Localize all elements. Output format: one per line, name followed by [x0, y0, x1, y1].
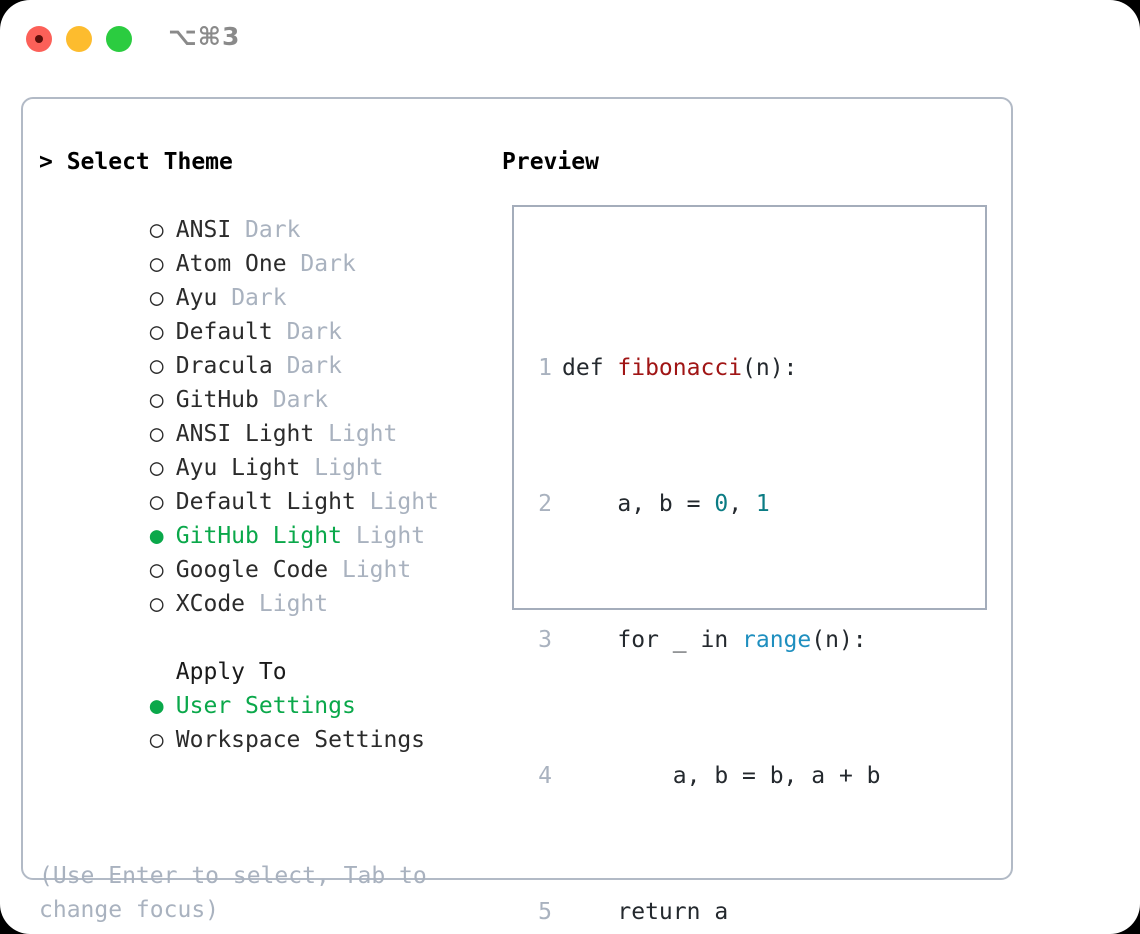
- theme-list-item[interactable]: ○ Default Dark: [39, 281, 479, 345]
- theme-name: ANSI Light: [175, 421, 315, 447]
- code-token: (n):: [742, 355, 798, 381]
- theme-variant: Dark: [245, 217, 301, 243]
- title-bar: ⌥⌘3: [0, 0, 1140, 78]
- radio-icon: ○: [149, 319, 164, 345]
- minimize-button[interactable]: [66, 26, 92, 52]
- theme-list-item-selected[interactable]: ● GitHub Light Light: [39, 485, 479, 549]
- code-line: 4 a, b = b, a + b: [526, 759, 908, 793]
- theme-list-item[interactable]: ○ Google Code Light: [39, 519, 479, 583]
- theme-name: Ayu Light: [175, 455, 301, 481]
- theme-name: GitHub: [175, 387, 259, 413]
- radio-icon-selected: ●: [149, 693, 164, 719]
- keyboard-shortcut-label: ⌥⌘3: [168, 22, 241, 51]
- theme-variant: Light: [328, 421, 398, 447]
- radio-icon: ○: [149, 727, 164, 753]
- code-line: 5 return a: [526, 895, 908, 929]
- theme-list-item[interactable]: ○ ANSI Dark: [39, 179, 479, 243]
- code-token: a, b = b, a + b: [562, 763, 881, 789]
- code-line: 3 for _ in range(n):: [526, 623, 908, 657]
- code-token: return a: [562, 899, 729, 925]
- theme-list-item[interactable]: ○ XCode Light: [39, 553, 479, 617]
- theme-picker-header: > Select Theme: [39, 149, 233, 175]
- theme-variant: Light: [355, 523, 426, 549]
- preview-title: Preview: [502, 149, 599, 175]
- code-token: a, b =: [562, 491, 715, 517]
- radio-icon: ○: [149, 421, 164, 447]
- traffic-lights: [26, 26, 132, 52]
- maximize-button[interactable]: [106, 26, 132, 52]
- theme-variant: Dark: [300, 251, 356, 277]
- line-number: 1: [538, 355, 552, 381]
- theme-name: Default: [175, 319, 273, 345]
- code-token: ,: [728, 491, 756, 517]
- apply-to-label: Workspace Settings: [175, 727, 426, 753]
- radio-icon: ○: [149, 387, 164, 413]
- theme-name: GitHub Light: [175, 523, 342, 549]
- theme-list-item[interactable]: ○ Atom One Dark: [39, 213, 479, 277]
- radio-icon: ○: [149, 557, 164, 583]
- apply-to-header-label: Apply To: [175, 659, 287, 685]
- code-line: 1 def fibonacci(n):: [526, 351, 908, 385]
- theme-variant: Light: [341, 557, 412, 583]
- radio-icon: ○: [149, 353, 164, 379]
- radio-icon: ○: [149, 489, 164, 515]
- apply-to-item-workspace-settings[interactable]: ○ Workspace Settings: [39, 689, 479, 753]
- line-number: 2: [538, 491, 552, 517]
- theme-variant: Light: [369, 489, 439, 515]
- theme-variant: Dark: [272, 387, 329, 413]
- theme-name: Google Code: [175, 557, 329, 583]
- radio-icon: ○: [149, 591, 164, 617]
- theme-list-item[interactable]: ○ GitHub Dark: [39, 349, 479, 413]
- radio-icon: ○: [149, 285, 164, 311]
- code-token-function: fibonacci: [617, 355, 743, 381]
- theme-list-item[interactable]: ○ Ayu Light Light: [39, 417, 479, 481]
- theme-name: ANSI: [175, 217, 232, 243]
- theme-name: Default Light: [175, 489, 356, 515]
- apply-to-item-user-settings[interactable]: ● User Settings: [39, 655, 479, 719]
- theme-name: Atom One: [175, 251, 287, 277]
- radio-icon: ○: [149, 217, 164, 243]
- radio-icon: ○: [149, 455, 164, 481]
- theme-name: XCode: [175, 591, 246, 617]
- code-token: (n):: [811, 627, 867, 653]
- theme-variant: Light: [258, 591, 329, 617]
- keyboard-hint-text: (Use Enter to select, Tab to change focu…: [39, 863, 427, 923]
- theme-list-item[interactable]: ○ Dracula Dark: [39, 315, 479, 379]
- code-token-number: 1: [755, 491, 770, 517]
- theme-list-item[interactable]: ○ Ayu Dark: [39, 247, 479, 311]
- theme-name: Dracula: [175, 353, 273, 379]
- theme-variant: Light: [314, 455, 384, 481]
- theme-list-item[interactable]: ○ Default Light Light: [39, 451, 479, 515]
- theme-variant: Dark: [286, 353, 342, 379]
- theme-name: Ayu: [175, 285, 218, 311]
- radio-icon-selected: ●: [149, 523, 164, 549]
- code-token-call: range: [742, 627, 812, 653]
- radio-icon: ○: [149, 251, 164, 277]
- theme-variant: Dark: [231, 285, 287, 311]
- code-token-number: 0: [714, 491, 729, 517]
- theme-picker: > Select Theme ○ ANSI Dark ○ Atom One Dark…: [39, 145, 479, 753]
- code-token: def: [562, 355, 618, 381]
- apply-to-header: Apply To: [39, 621, 479, 685]
- line-number: 4: [538, 763, 552, 789]
- main-panel: > Select Theme ○ ANSI Dark ○ Atom One Dark…: [21, 97, 1013, 925]
- code-token: for _ in: [562, 627, 743, 653]
- code-line: 2 a, b = 0, 1: [526, 487, 908, 521]
- theme-variant: Dark: [286, 319, 342, 345]
- theme-list-item[interactable]: ○ ANSI Light Light: [39, 383, 479, 447]
- close-button[interactable]: [26, 26, 52, 52]
- apply-to-label: User Settings: [175, 693, 356, 719]
- line-number: 3: [538, 627, 552, 653]
- line-number: 5: [538, 899, 552, 925]
